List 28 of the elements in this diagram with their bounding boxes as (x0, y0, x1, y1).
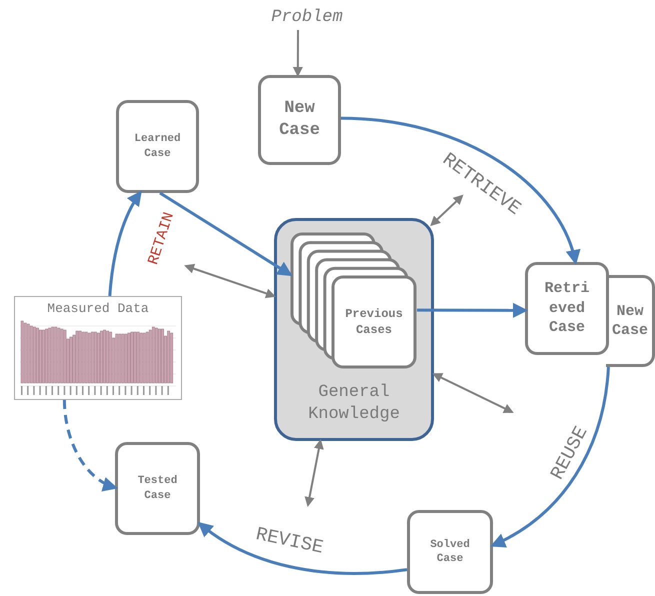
arrow (108, 190, 142, 296)
node-label: Tested Case (136, 474, 178, 503)
node-label: Previous Cases (344, 306, 404, 339)
node-label: Retri eved Case (543, 279, 590, 338)
double-arrow (430, 194, 464, 226)
node-label: Solved Case (429, 538, 471, 566)
arrow (198, 522, 408, 575)
case-box (258, 75, 341, 165)
case-box (606, 275, 655, 367)
arrow (62, 400, 118, 490)
double-arrow (304, 439, 324, 507)
arrow (340, 116, 580, 265)
node-label: New Case (278, 98, 321, 142)
double-arrow (432, 373, 514, 413)
case-box (407, 510, 493, 594)
node-label: General Knowledge (307, 382, 401, 426)
case-box (525, 262, 609, 355)
node-label: Learned Case (133, 132, 182, 161)
node-label: New Case (610, 302, 649, 340)
double-arrow (184, 264, 276, 298)
case-box (116, 100, 199, 193)
arrow (490, 366, 610, 547)
knowledge-panel (274, 218, 434, 441)
arrow (417, 302, 528, 318)
problem-label: Problem (271, 6, 343, 29)
arrow (159, 192, 293, 276)
arrow (292, 30, 303, 77)
case-box (115, 442, 200, 535)
